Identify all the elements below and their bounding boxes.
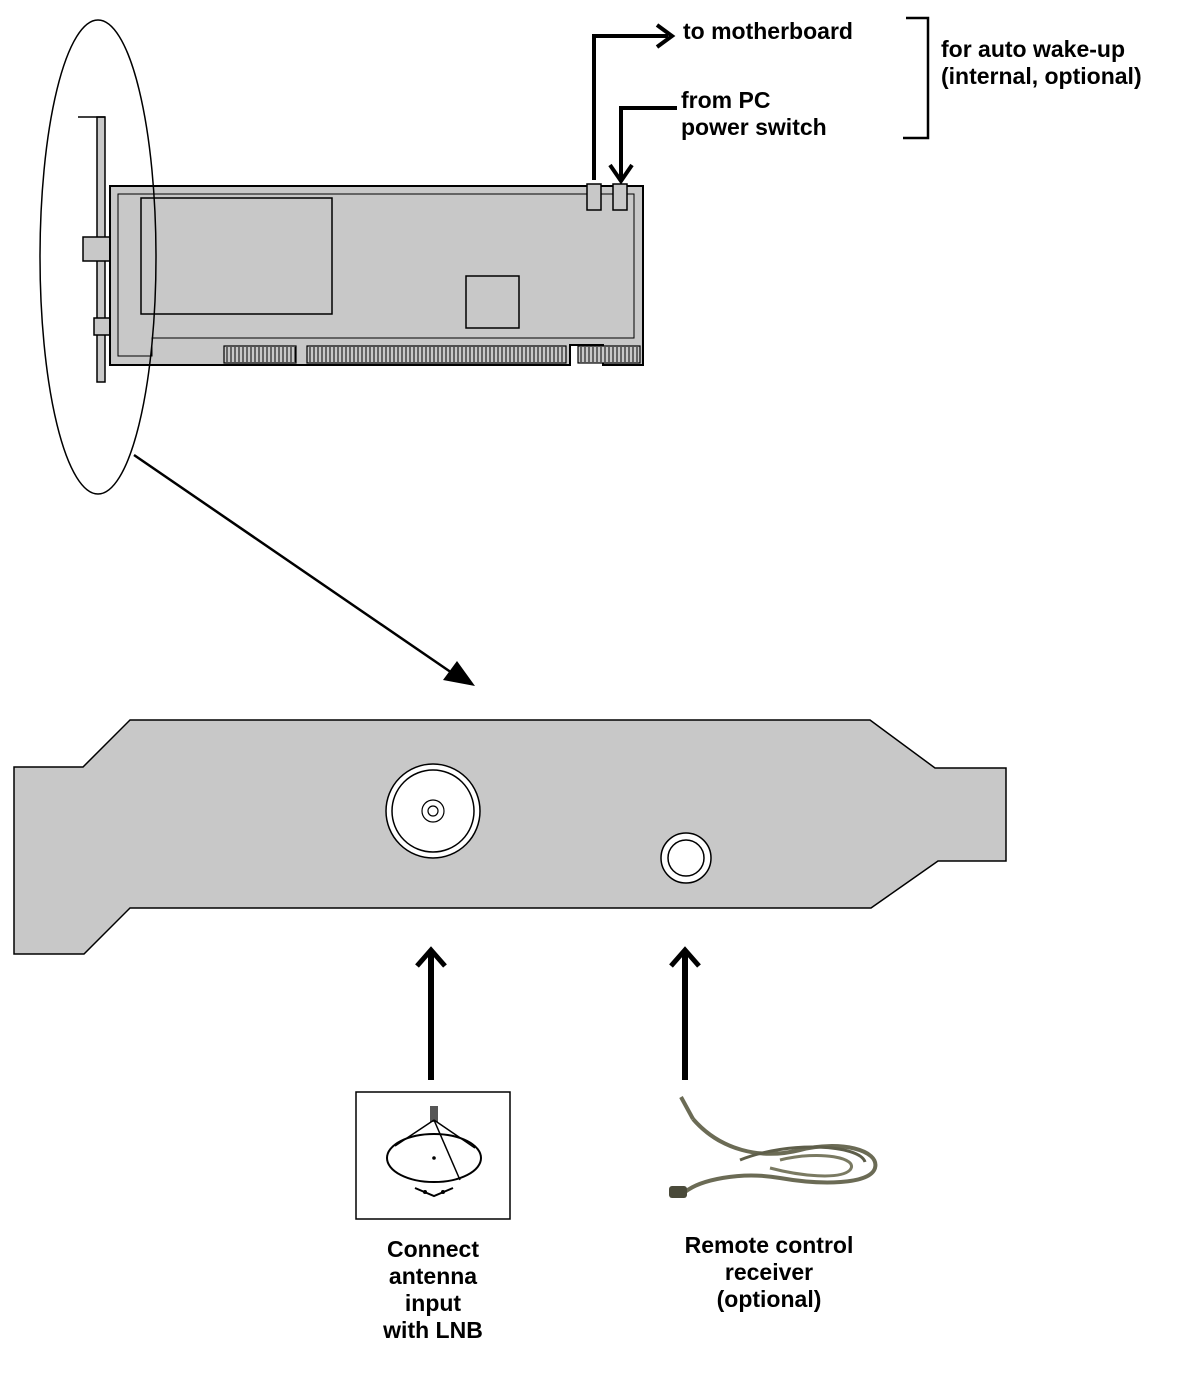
zoom-arrow xyxy=(133,453,456,677)
remote-caption-line: receiver xyxy=(724,1259,814,1285)
header-pin-left xyxy=(586,183,602,211)
from-pc-text: from PC xyxy=(681,87,771,113)
header-pin-right xyxy=(612,183,628,211)
from-power-switch-arrow xyxy=(608,106,677,185)
remote-up-arrow xyxy=(669,946,701,1080)
to-motherboard-arrow xyxy=(592,23,676,180)
antenna-caption-line: antenna xyxy=(388,1263,478,1289)
chip xyxy=(465,275,520,329)
edge-connector xyxy=(223,345,641,364)
antenna-caption-line: Connect xyxy=(387,1236,479,1262)
antenna-caption-line: with LNB xyxy=(383,1317,483,1343)
to-motherboard-label: to motherboard xyxy=(683,18,853,44)
antenna-up-arrow xyxy=(415,946,447,1080)
antenna-caption: Connect antenna input with LNB xyxy=(333,1236,533,1344)
remote-jack xyxy=(660,832,712,884)
wakeup-bracket xyxy=(903,16,930,140)
auto-wakeup-line2: (internal, optional) xyxy=(941,63,1142,89)
slot-bracket xyxy=(13,719,1007,955)
satellite-dish-icon xyxy=(355,1091,511,1220)
auto-wakeup-label: for auto wake-up (internal, optional) xyxy=(941,36,1142,90)
tuner-module xyxy=(140,197,333,315)
remote-caption-line: (optional) xyxy=(716,1286,822,1312)
highlight-ellipse xyxy=(39,19,157,495)
power-switch-text: power switch xyxy=(681,114,827,140)
card-board xyxy=(109,185,644,366)
power-switch-label: from PC power switch xyxy=(681,87,827,141)
remote-caption: Remote control receiver (optional) xyxy=(644,1232,894,1313)
ir-receiver-cable-icon xyxy=(669,1096,878,1198)
remote-caption-line: Remote control xyxy=(684,1232,854,1258)
auto-wakeup-line1: for auto wake-up xyxy=(941,36,1126,62)
pci-card xyxy=(78,116,644,383)
antenna-caption-line: input xyxy=(404,1290,462,1316)
antenna-connector xyxy=(385,763,481,859)
